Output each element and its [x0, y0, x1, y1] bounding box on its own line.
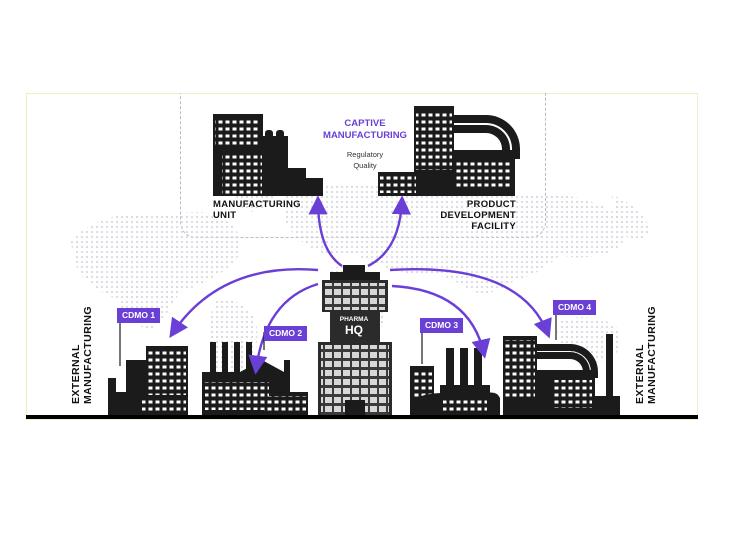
captive-title-line2: MANUFACTURING — [323, 130, 407, 141]
arrow-hq-to-cdmo2 — [248, 282, 319, 375]
product-development-label: PRODUCT DEVELOPMENT FACILITY — [438, 199, 516, 232]
arrow-hq-to-product-dev — [367, 195, 412, 268]
ext-right-line2: MANUFACTURING — [646, 306, 658, 404]
captive-sub-line1: Regulatory — [346, 150, 384, 159]
cdmo-3-factory — [410, 348, 500, 415]
cdmo-2-tag: CDMO 2 — [264, 326, 308, 341]
arrow-hq-to-cdmo3 — [391, 284, 491, 359]
cdmo-4-tag: CDMO 4 — [553, 300, 597, 315]
pdf-label-line1: PRODUCT — [466, 199, 516, 210]
external-manufacturing-left: EXTERNAL MANUFACTURING — [70, 306, 94, 404]
mu-label-line1: MANUFACTURING — [213, 199, 301, 210]
captive-subtitle: Regulatory Quality — [315, 149, 415, 171]
arrow-hq-to-manufacturing-unit — [308, 195, 343, 267]
ext-left-line1: EXTERNAL — [70, 344, 82, 404]
connector-arrows — [169, 195, 552, 375]
pdf-label-line3: FACILITY — [471, 221, 516, 232]
pdf-label-line2: DEVELOPMENT — [440, 210, 516, 221]
mu-label-line2: UNIT — [213, 210, 237, 221]
pdf-side-windows — [380, 175, 416, 193]
cdmo-4-factory — [503, 334, 620, 415]
external-manufacturing-right: EXTERNAL MANUFACTURING — [634, 306, 658, 404]
pdf-lab-windows — [455, 160, 511, 190]
arrow-hq-to-cdmo1 — [169, 268, 319, 338]
pharma-hq-building — [318, 265, 392, 415]
captive-sub-line2: Quality — [353, 161, 377, 170]
ext-left-line2: MANUFACTURING — [82, 306, 94, 404]
cdmo-3-tag: CDMO 3 — [420, 318, 464, 333]
hq-label-line2: HQ — [345, 323, 363, 337]
captive-title-line1: CAPTIVE — [344, 118, 386, 129]
captive-manufacturing-title: CAPTIVE MANUFACTURING — [300, 118, 430, 142]
arrow-hq-to-cdmo4 — [389, 268, 552, 339]
manufacturing-unit-label: MANUFACTURING UNIT — [213, 199, 301, 221]
pdf-windows — [416, 112, 452, 170]
cdmo-1-factory — [108, 346, 188, 415]
ground-line — [26, 415, 698, 419]
mu-windows — [215, 118, 259, 148]
pharma-hq-label: PHARMA HQ — [334, 316, 374, 337]
hq-label-line1: PHARMA — [339, 316, 369, 323]
cdmo-1-tag: CDMO 1 — [117, 308, 161, 323]
ext-right-line1: EXTERNAL — [634, 344, 646, 404]
